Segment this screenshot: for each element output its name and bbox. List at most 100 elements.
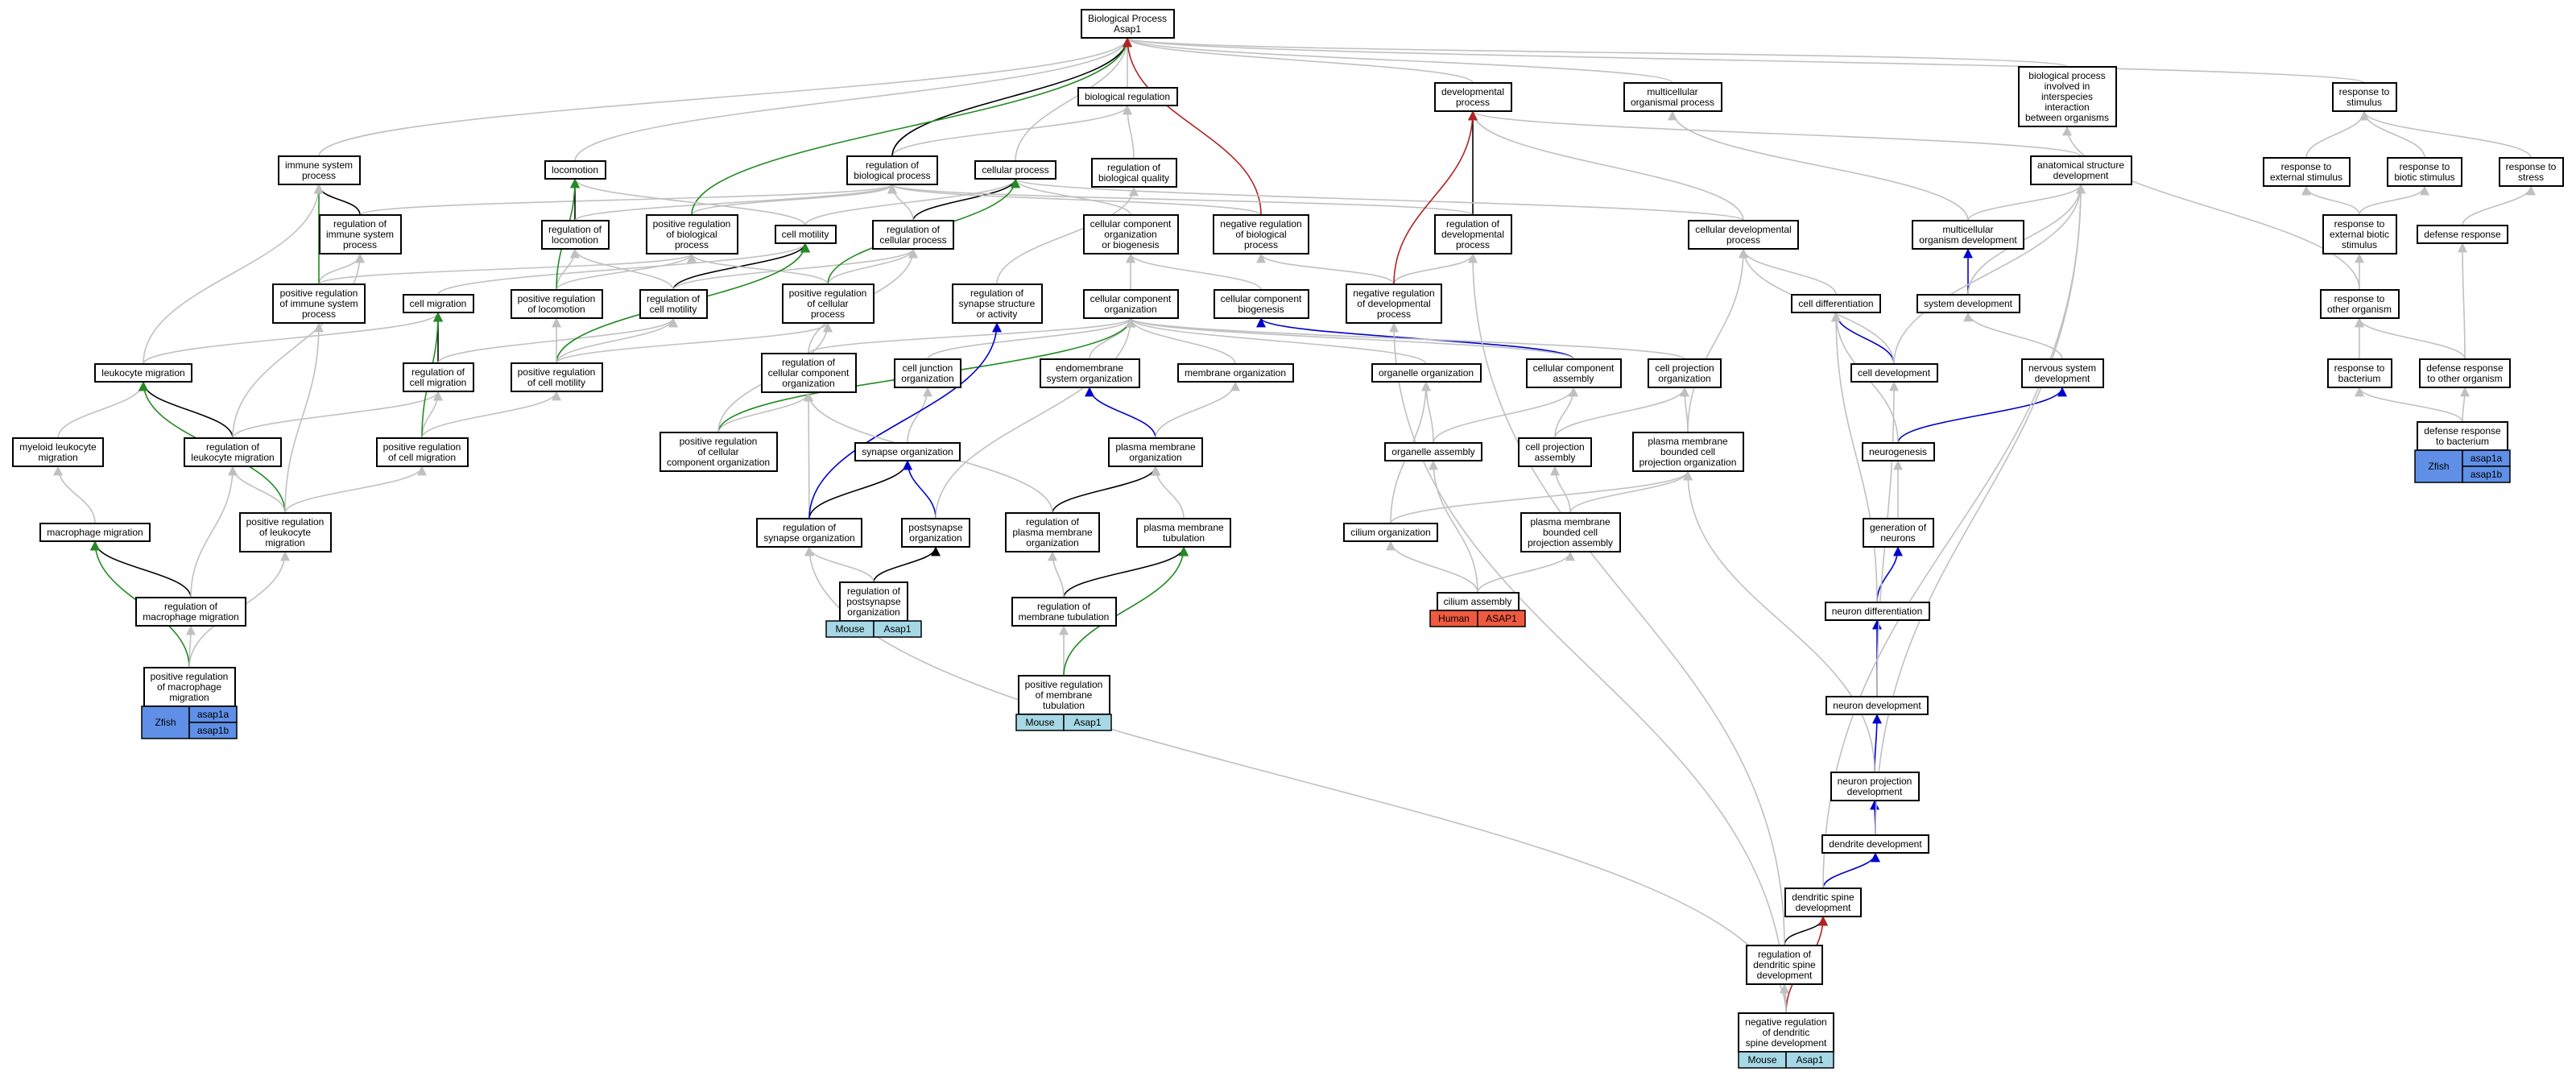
- go-term-node[interactable]: organelle organization: [1371, 363, 1482, 383]
- go-term-node[interactable]: membrane organization: [1177, 363, 1294, 383]
- go-term-node[interactable]: leukocyte migration: [94, 363, 192, 383]
- go-term-label: regulation of: [1758, 949, 1812, 960]
- go-term-node[interactable]: biological regulation: [1077, 87, 1178, 106]
- go-term-label: process: [675, 239, 709, 250]
- go-term-node[interactable]: neuron development: [1826, 696, 1929, 715]
- go-term-node[interactable]: organelle assembly: [1384, 442, 1482, 461]
- go-term-node[interactable]: cell migration: [403, 294, 474, 313]
- gene-cell: [1063, 714, 1112, 731]
- go-term-label: response to: [2334, 218, 2385, 230]
- go-term-node[interactable]: macrophage migration: [39, 523, 151, 542]
- go-term-node[interactable]: locomotion: [544, 160, 606, 180]
- go-term-label: defense response: [2424, 425, 2501, 437]
- go-term-node[interactable]: neurogenesis: [1862, 442, 1935, 461]
- go-term-box: [901, 518, 970, 548]
- go-term-node[interactable]: dendrite development: [1821, 834, 1929, 854]
- relationship-edge: [1477, 551, 1575, 594]
- go-term-node[interactable]: cilium assembly: [1437, 592, 1520, 611]
- go-term-node[interactable]: cell differentiation: [1791, 294, 1881, 313]
- go-term-node[interactable]: neuron differentiation: [1825, 602, 1930, 621]
- go-term-node[interactable]: cilium organization: [1343, 523, 1438, 542]
- go-term-node[interactable]: cell motility: [775, 225, 837, 244]
- go-term-label: leukocyte migration: [191, 452, 274, 463]
- relationship-edge: [1393, 110, 1478, 285]
- go-term-node[interactable]: cellular process: [974, 160, 1056, 180]
- relationship-edge: [437, 317, 678, 364]
- relationship-edge: [691, 184, 897, 216]
- go-term-node[interactable]: synapse organization: [854, 442, 961, 461]
- go-term-node[interactable]: cell development: [1850, 363, 1938, 383]
- relationship-edge: [804, 391, 814, 519]
- go-term-label: external biotic: [2330, 229, 2389, 240]
- relationship-edge: [2359, 110, 2532, 159]
- go-term-node[interactable]: defense response: [2417, 225, 2508, 244]
- go-term-node[interactable]: system development: [1916, 294, 2020, 313]
